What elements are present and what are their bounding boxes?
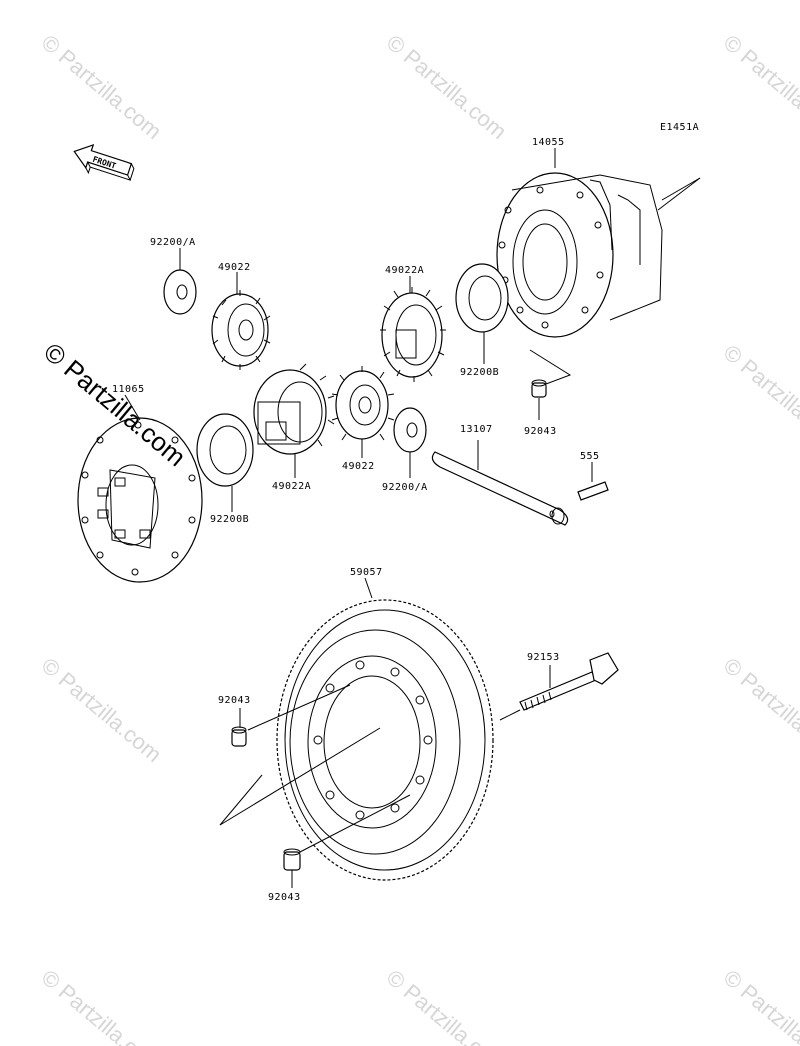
washer-92200a-top (163, 248, 197, 315)
label-92200b-right: 92200B (460, 367, 499, 378)
watermark-7: © Partzilla.com (37, 965, 167, 1046)
pin-92043-left (231, 684, 351, 747)
label-14055: 14055 (532, 137, 565, 148)
watermark-1: © Partzilla.com (37, 30, 167, 144)
watermark-3: © Partzilla.com (719, 30, 800, 144)
label-49022a-top: 49022A (385, 265, 424, 276)
bolt-92153 (499, 652, 619, 721)
watermark-8: © Partzilla.com (382, 965, 512, 1046)
label-49022-bottom: 49022 (342, 461, 375, 472)
washer-92200a-bottom (393, 407, 427, 478)
watermark-2: © Partzilla.com (382, 30, 512, 144)
differential-case (496, 148, 701, 338)
side-gear-49022a-bottom (253, 363, 335, 478)
watermark-4: © Partzilla.com (719, 340, 800, 454)
front-arrow-icon: FRONT (73, 143, 135, 182)
diagram-code: E1451A (660, 122, 699, 133)
label-92200a-bottom: 92200/A (382, 482, 428, 493)
pin-555 (577, 462, 609, 501)
label-11065: 11065 (112, 384, 145, 395)
pinion-gear-49022-top (211, 272, 271, 370)
label-92200a-top: 92200/A (150, 237, 196, 248)
label-13107: 13107 (460, 424, 493, 435)
label-92043-bottom: 92043 (268, 892, 301, 903)
pin-92043-bottom (283, 794, 411, 888)
watermark-9: © Partzilla.com (719, 965, 800, 1046)
label-59057: 59057 (350, 567, 383, 578)
label-49022a-bottom: 49022A (272, 481, 311, 492)
label-92153: 92153 (527, 652, 560, 663)
washer-92200b-left (196, 413, 254, 512)
washer-92200b-right (455, 263, 509, 364)
pin-92043-right (529, 349, 572, 420)
watermark-6: © Partzilla.com (719, 653, 800, 767)
pinion-gear-49022-bottom (331, 366, 395, 458)
label-92200b-left: 92200B (210, 514, 249, 525)
pinion-shaft-13107 (431, 440, 569, 526)
ring-gear-59057 (219, 577, 494, 881)
label-555: 555 (580, 451, 600, 462)
label-49022-top: 49022 (218, 262, 251, 273)
side-gear-49022a-top (380, 276, 446, 382)
differential-cover-11065 (77, 394, 203, 583)
label-92043-left: 92043 (218, 695, 251, 706)
watermark-5: © Partzilla.com (37, 653, 167, 767)
label-92043-right: 92043 (524, 426, 557, 437)
